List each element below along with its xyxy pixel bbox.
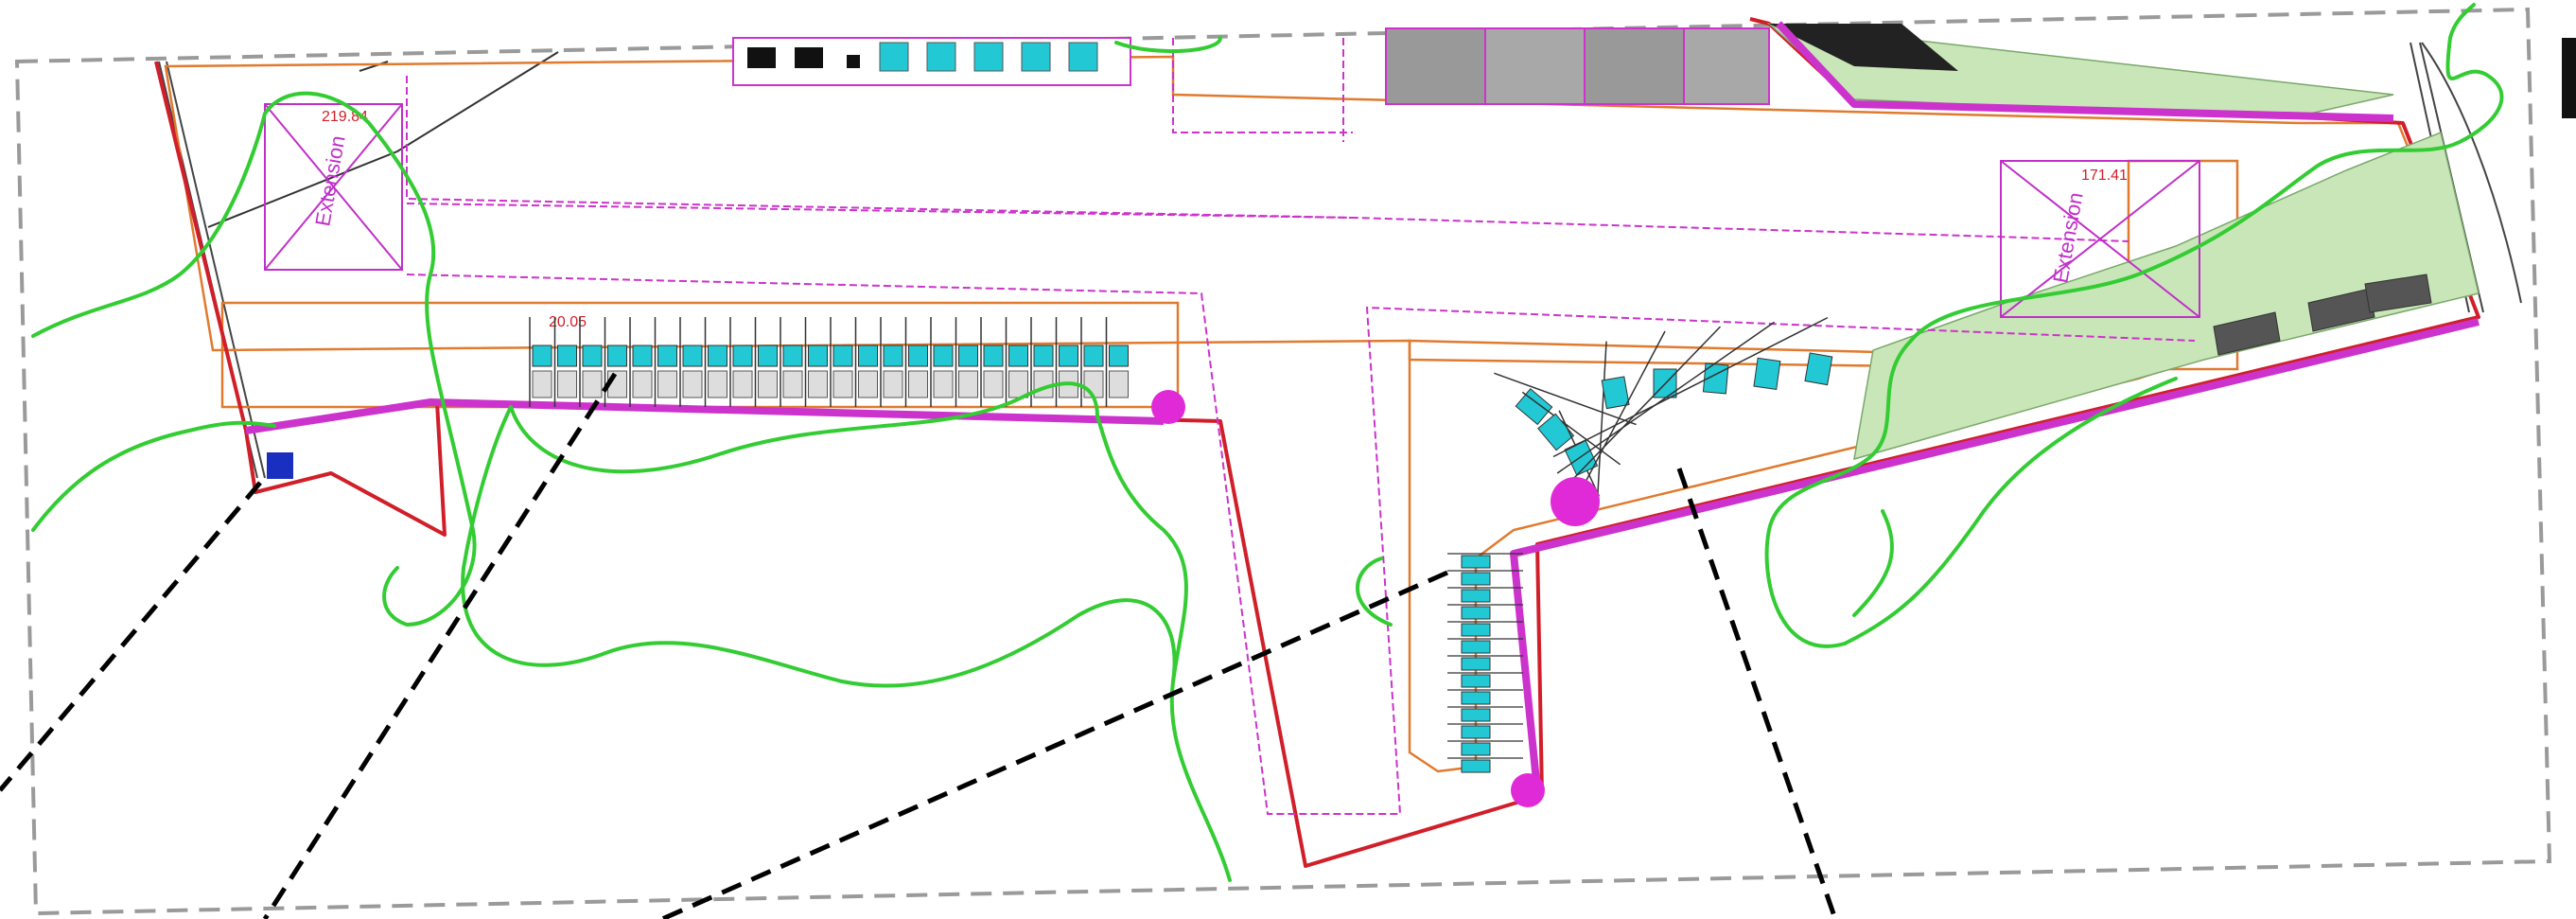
edge-marker	[2562, 38, 2576, 118]
stand	[830, 317, 853, 407]
stand	[1447, 740, 1523, 756]
contour-lines	[31, 3, 2504, 882]
stand	[1447, 587, 1523, 603]
dimension-stand: 20.05	[549, 314, 587, 330]
stand	[1005, 317, 1028, 407]
stand-fan-right	[1494, 316, 1833, 507]
stand	[955, 317, 978, 407]
stand	[729, 317, 753, 407]
stand	[1447, 672, 1523, 688]
dimension-right: 171.41	[2081, 168, 2128, 184]
extension-label-left: Extension	[310, 133, 349, 227]
stand-column-right	[1447, 553, 1523, 773]
site-boundary	[154, 17, 2480, 868]
stand	[529, 317, 552, 407]
extension-zone-left	[264, 103, 403, 271]
stand	[553, 317, 577, 407]
stand	[754, 317, 778, 407]
stand	[1447, 604, 1523, 620]
stand	[579, 317, 603, 407]
callout-lines	[0, 372, 1838, 919]
stand	[854, 317, 878, 407]
stand	[629, 317, 653, 407]
fan-stand	[1521, 391, 1621, 466]
outer-frame	[14, 7, 2552, 916]
stand	[1447, 706, 1523, 722]
stand	[1447, 570, 1523, 586]
top-stands-left	[732, 37, 1131, 86]
taxiway-dashed	[406, 38, 2196, 815]
stand	[780, 317, 803, 407]
stand	[1030, 317, 1054, 407]
stand	[1447, 723, 1523, 739]
fan-stand	[1552, 316, 1833, 458]
fan-stand	[1494, 372, 1637, 426]
shelters	[2213, 274, 2432, 356]
taxilanes	[245, 21, 2480, 791]
stand	[1055, 317, 1078, 407]
stand	[1447, 757, 1523, 773]
stand	[880, 317, 903, 407]
stand	[1447, 621, 1523, 637]
stand	[930, 317, 954, 407]
stand	[904, 317, 928, 407]
node-left	[1151, 390, 1185, 424]
stand	[679, 317, 703, 407]
stand	[1447, 553, 1523, 569]
blue-square	[267, 452, 293, 479]
stand	[804, 317, 828, 407]
stand	[980, 317, 1004, 407]
apron-outlines	[164, 55, 2462, 773]
extension-zone-right	[2000, 160, 2200, 318]
stand	[1447, 655, 1523, 671]
stand	[1105, 317, 1129, 407]
stand-row-left	[529, 317, 1129, 407]
fan-stand	[1558, 410, 1601, 497]
top-hangars	[1385, 27, 1770, 105]
stand	[1447, 689, 1523, 705]
fan-stand	[1556, 321, 1781, 474]
extension-label-right: Extension	[2048, 190, 2087, 284]
stand	[654, 317, 677, 407]
node-center	[1551, 477, 1600, 526]
fan-stand	[1596, 341, 1630, 507]
stand	[704, 317, 727, 407]
node-bottom	[1511, 773, 1545, 807]
dark-area	[1769, 24, 1958, 71]
stand	[604, 317, 627, 407]
stand	[1447, 638, 1523, 654]
